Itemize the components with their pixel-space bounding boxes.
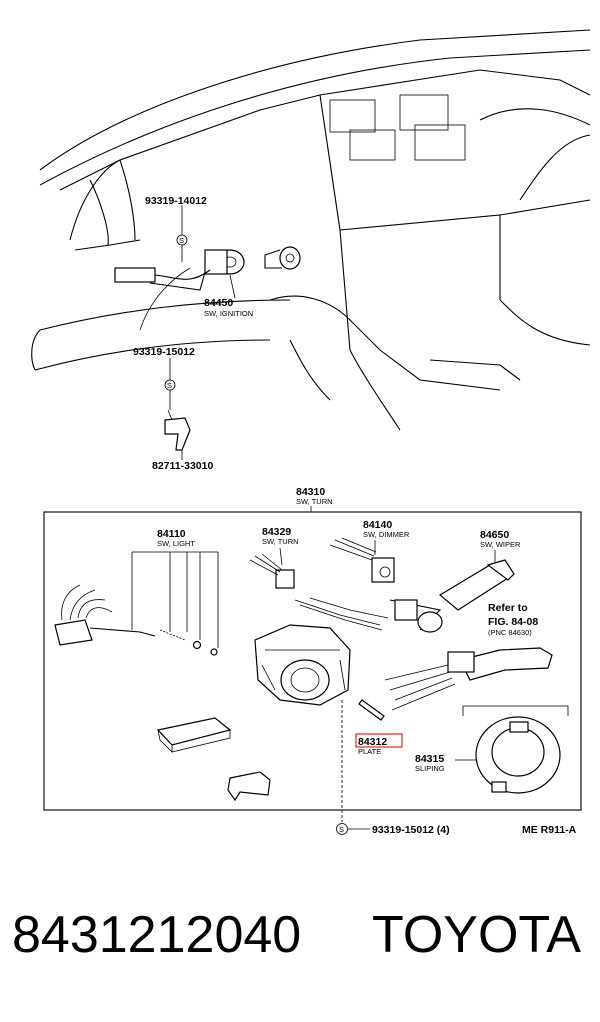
- callout-84315: 84315 SLIPING: [415, 753, 445, 773]
- callout-84310: 84310 SW, TURN: [296, 486, 333, 506]
- screw-symbol: S: [179, 236, 184, 245]
- footer: 8431212040 TOYOTA: [0, 905, 600, 985]
- part-number: 84140: [363, 519, 392, 531]
- dimmer-switch-84140: [329, 537, 395, 583]
- dashboard-illustration: [31, 29, 591, 451]
- brand-name: TOYOTA: [372, 906, 581, 964]
- part-number: 84110: [157, 528, 186, 540]
- spiral-cable-84315: [475, 716, 561, 794]
- part-desc: SW, DIMMER: [363, 530, 410, 539]
- part-number: 82711-33010: [152, 460, 213, 472]
- part-number: 84312: [358, 736, 387, 748]
- part-desc: SW, WIPER: [480, 540, 521, 549]
- wiper-switch-84650: [294, 559, 515, 633]
- bracket-illustration: [227, 771, 271, 802]
- callout-93319-15012-4: 93319-15012 (4): [372, 824, 450, 836]
- screw-symbol: S: [167, 381, 172, 390]
- callout-82711-33010: 82711-33010: [152, 460, 213, 472]
- part-desc: SW, TURN: [296, 497, 333, 506]
- part-desc: PLATE: [358, 747, 381, 756]
- highlight-box: [355, 733, 403, 748]
- plate-84312-illustration: [358, 699, 385, 721]
- callout-84140: 84140 SW, DIMMER: [363, 519, 410, 539]
- refer-line-2: FIG. 84-08: [488, 616, 538, 628]
- part-number: 84310: [296, 486, 325, 498]
- refer-line-1: Refer to: [488, 602, 528, 614]
- callout-84110: 84110 SW, LIGHT: [157, 528, 195, 548]
- callout-93319-15012: 93319-15012: [133, 346, 195, 358]
- callout-84312[interactable]: 84312 PLATE: [355, 733, 403, 756]
- callout-84650: 84650 SW, WIPER: [480, 529, 521, 549]
- connector-block: [156, 717, 232, 753]
- parts-diagram: S S 93319-14012 84450 SW, IGNITION 93319…: [31, 29, 591, 836]
- refer-line-3: (PNC 84630): [488, 628, 532, 637]
- part-number-heading: 8431212040: [12, 906, 302, 964]
- screw-symbol: S: [339, 825, 344, 834]
- part-number: 93319-15012: [133, 346, 195, 358]
- part-number: 84329: [262, 526, 291, 538]
- turn-switch-84329: [249, 553, 295, 589]
- refer-note: Refer to FIG. 84-08 (PNC 84630): [488, 602, 538, 637]
- light-switch-illustration: [54, 584, 218, 656]
- callout-93319-14012: 93319-14012: [145, 195, 207, 207]
- combination-switch-body: [254, 624, 351, 706]
- part-number: 84315: [415, 753, 444, 765]
- part-desc: SW, TURN: [262, 537, 299, 546]
- part-number: 93319-14012: [145, 195, 207, 207]
- part-desc: SW, LIGHT: [157, 539, 195, 548]
- callout-84329: 84329 SW, TURN: [262, 526, 299, 546]
- part-number: 84450: [204, 297, 233, 309]
- part-number: 84650: [480, 529, 509, 541]
- callout-84450: 84450 SW, IGNITION: [204, 297, 253, 318]
- part-desc: SW, IGNITION: [204, 309, 253, 318]
- part-desc: SLIPING: [415, 764, 445, 773]
- refer-part-illustration: [384, 647, 553, 711]
- part-number: 93319-15012 (4): [372, 824, 450, 836]
- assembly-box: [43, 511, 582, 811]
- figure-code: ME R911-A: [522, 824, 577, 836]
